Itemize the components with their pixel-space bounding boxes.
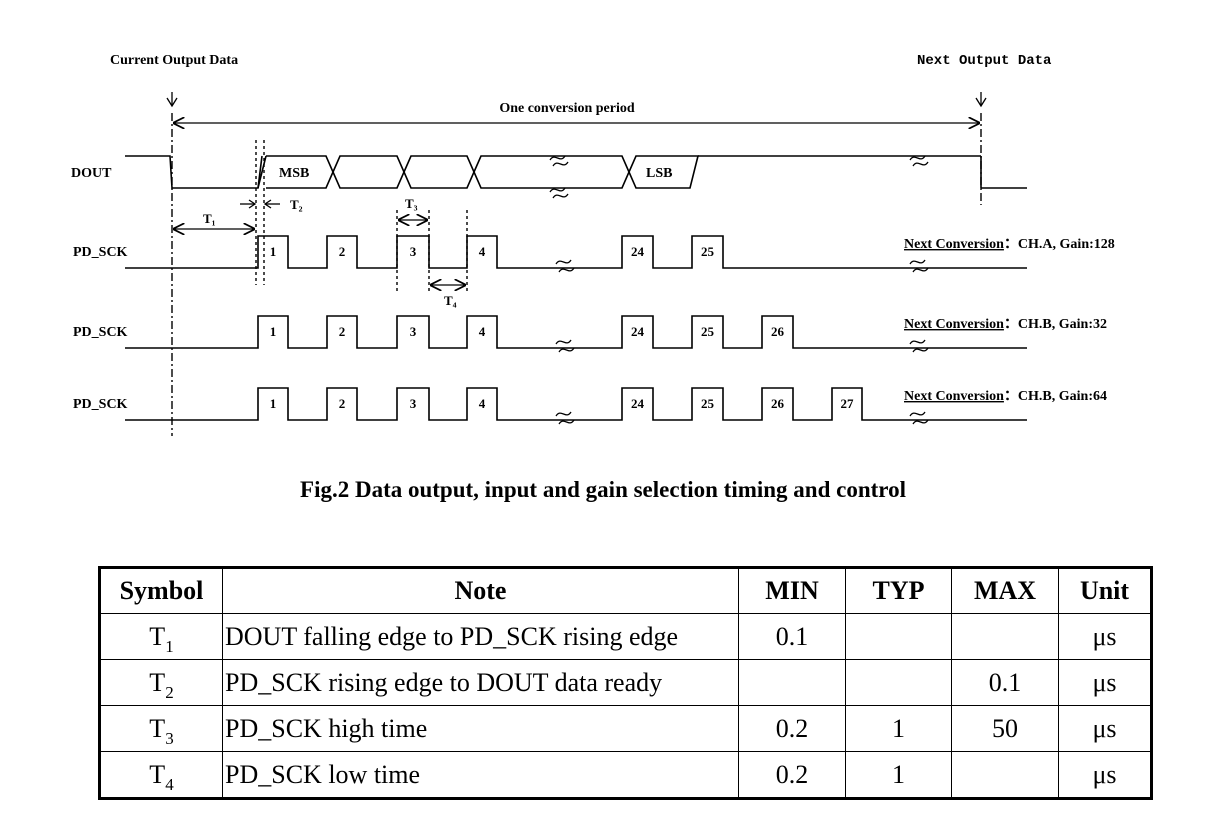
- unit-cell: μs: [1058, 613, 1152, 660]
- pulse-number: 4: [479, 396, 486, 411]
- pulse-number: 4: [479, 244, 486, 259]
- min-cell: [738, 659, 846, 706]
- unit-cell: μs: [1058, 751, 1152, 799]
- symbol-cell: T2: [99, 659, 223, 706]
- unit-cell: μs: [1058, 705, 1152, 752]
- next-output-label: Next Output Data: [917, 53, 1052, 69]
- break-mark: [555, 259, 575, 273]
- pulse-number: 1: [270, 324, 277, 339]
- symbol-cell: T3: [99, 705, 223, 752]
- pd-sck-label: PD_SCK: [73, 325, 128, 340]
- pulse-number: 26: [771, 396, 785, 411]
- break-mark: [909, 339, 929, 353]
- table-row: T2 PD_SCK rising edge to DOUT data ready…: [99, 659, 1152, 706]
- pulse-number: 24: [631, 324, 645, 339]
- min-cell: 0.1: [738, 613, 846, 660]
- pd-sck-waveform: [125, 235, 1027, 269]
- header-min: MIN: [738, 567, 846, 614]
- current-output-arrow: [166, 92, 178, 108]
- break-mark: [555, 339, 575, 353]
- break-mark: [909, 411, 929, 425]
- note-cell: PD_SCK high time: [222, 705, 739, 752]
- pd-sck-row-1: PD_SCK 1 2 3 4 24 25 Next Conversion：CH.A, Gain…: [73, 235, 1115, 273]
- break-mark: [555, 411, 575, 425]
- min-cell: 0.2: [738, 751, 846, 799]
- note-cell: DOUT falling edge to PD_SCK rising edge: [222, 613, 739, 660]
- pd-sck-row-3: PD_SCK 1 2 3 4 24 25 26 27 Next Conversion：CH.B, …: [73, 387, 1107, 425]
- header-symbol: Symbol: [99, 567, 223, 614]
- typ-cell: 1: [845, 751, 952, 799]
- unit-cell: μs: [1058, 659, 1152, 706]
- header-unit: Unit: [1058, 567, 1152, 614]
- pulse-number: 1: [270, 396, 277, 411]
- header-note: Note: [222, 567, 739, 614]
- t4-label: T₄: [444, 293, 457, 308]
- typ-cell: [845, 613, 952, 660]
- pulse-number: 2: [339, 324, 346, 339]
- pd-sck-row-2: PD_SCK 1 2 3 4 24 25 26 Next Conversion：CH.B, Ga…: [73, 315, 1107, 353]
- next-conversion-label: Next Conversion：CH.B, Gain:32: [904, 317, 1107, 332]
- conversion-period-label: One conversion period: [499, 101, 635, 116]
- next-output-arrow: [975, 92, 987, 108]
- pd-sck-waveform: [125, 387, 1027, 421]
- pulse-number: 3: [410, 244, 417, 259]
- pulse-number: 4: [479, 324, 486, 339]
- pulse-number: 25: [701, 324, 715, 339]
- figure-caption: Fig.2 Data output, input and gain select…: [300, 477, 906, 502]
- pulse-number: 2: [339, 244, 346, 259]
- pulse-number: 2: [339, 396, 346, 411]
- max-cell: [951, 613, 1059, 660]
- t3-label: T₃: [405, 196, 418, 211]
- t2-arrow: [240, 199, 280, 209]
- typ-cell: [845, 659, 952, 706]
- max-cell: 0.1: [951, 659, 1059, 706]
- timing-diagram: Current Output Data Next Output Data One…: [71, 53, 1115, 436]
- pd-sck-label: PD_SCK: [73, 245, 128, 260]
- timing-table: Symbol Note MIN TYP MAX Unit T1 DOUT fal…: [98, 566, 1153, 800]
- table-row: T3 PD_SCK high time 0.2 1 50 μs: [99, 705, 1152, 752]
- pulse-number: 27: [841, 396, 855, 411]
- max-cell: 50: [951, 705, 1059, 752]
- table-header-row: Symbol Note MIN TYP MAX Unit: [99, 567, 1152, 614]
- table-row: T1 DOUT falling edge to PD_SCK rising ed…: [99, 613, 1152, 660]
- pulse-number: 1: [270, 244, 277, 259]
- msb-label: MSB: [279, 166, 309, 181]
- symbol-cell: T4: [99, 751, 223, 799]
- pulse-number: 3: [410, 324, 417, 339]
- typ-cell: 1: [845, 705, 952, 752]
- table-row: T4 PD_SCK low time 0.2 1 μs: [99, 751, 1152, 799]
- pulse-number: 3: [410, 396, 417, 411]
- dout-waveform: [125, 155, 1027, 199]
- pd-sck-label: PD_SCK: [73, 397, 128, 412]
- t2-label: T₂: [290, 197, 303, 212]
- note-cell: PD_SCK rising edge to DOUT data ready: [222, 659, 739, 706]
- break-mark: [909, 259, 929, 273]
- min-cell: 0.2: [738, 705, 846, 752]
- symbol-cell: T1: [99, 613, 223, 660]
- pulse-number: 24: [631, 396, 645, 411]
- dout-label: DOUT: [71, 166, 112, 181]
- pulse-number: 25: [701, 244, 715, 259]
- note-cell: PD_SCK low time: [222, 751, 739, 799]
- pulse-number: 25: [701, 396, 715, 411]
- header-typ: TYP: [845, 567, 952, 614]
- next-conversion-label: Next Conversion：CH.A, Gain:128: [904, 237, 1115, 252]
- lsb-label: LSB: [646, 166, 672, 181]
- pd-sck-waveform: [125, 315, 1027, 349]
- next-conversion-label: Next Conversion：CH.B, Gain:64: [904, 389, 1107, 404]
- pulse-number: 26: [771, 324, 785, 339]
- t1-label: T₁: [203, 211, 216, 226]
- max-cell: [951, 751, 1059, 799]
- pulse-number: 24: [631, 244, 645, 259]
- header-max: MAX: [951, 567, 1059, 614]
- current-output-label: Current Output Data: [110, 53, 238, 68]
